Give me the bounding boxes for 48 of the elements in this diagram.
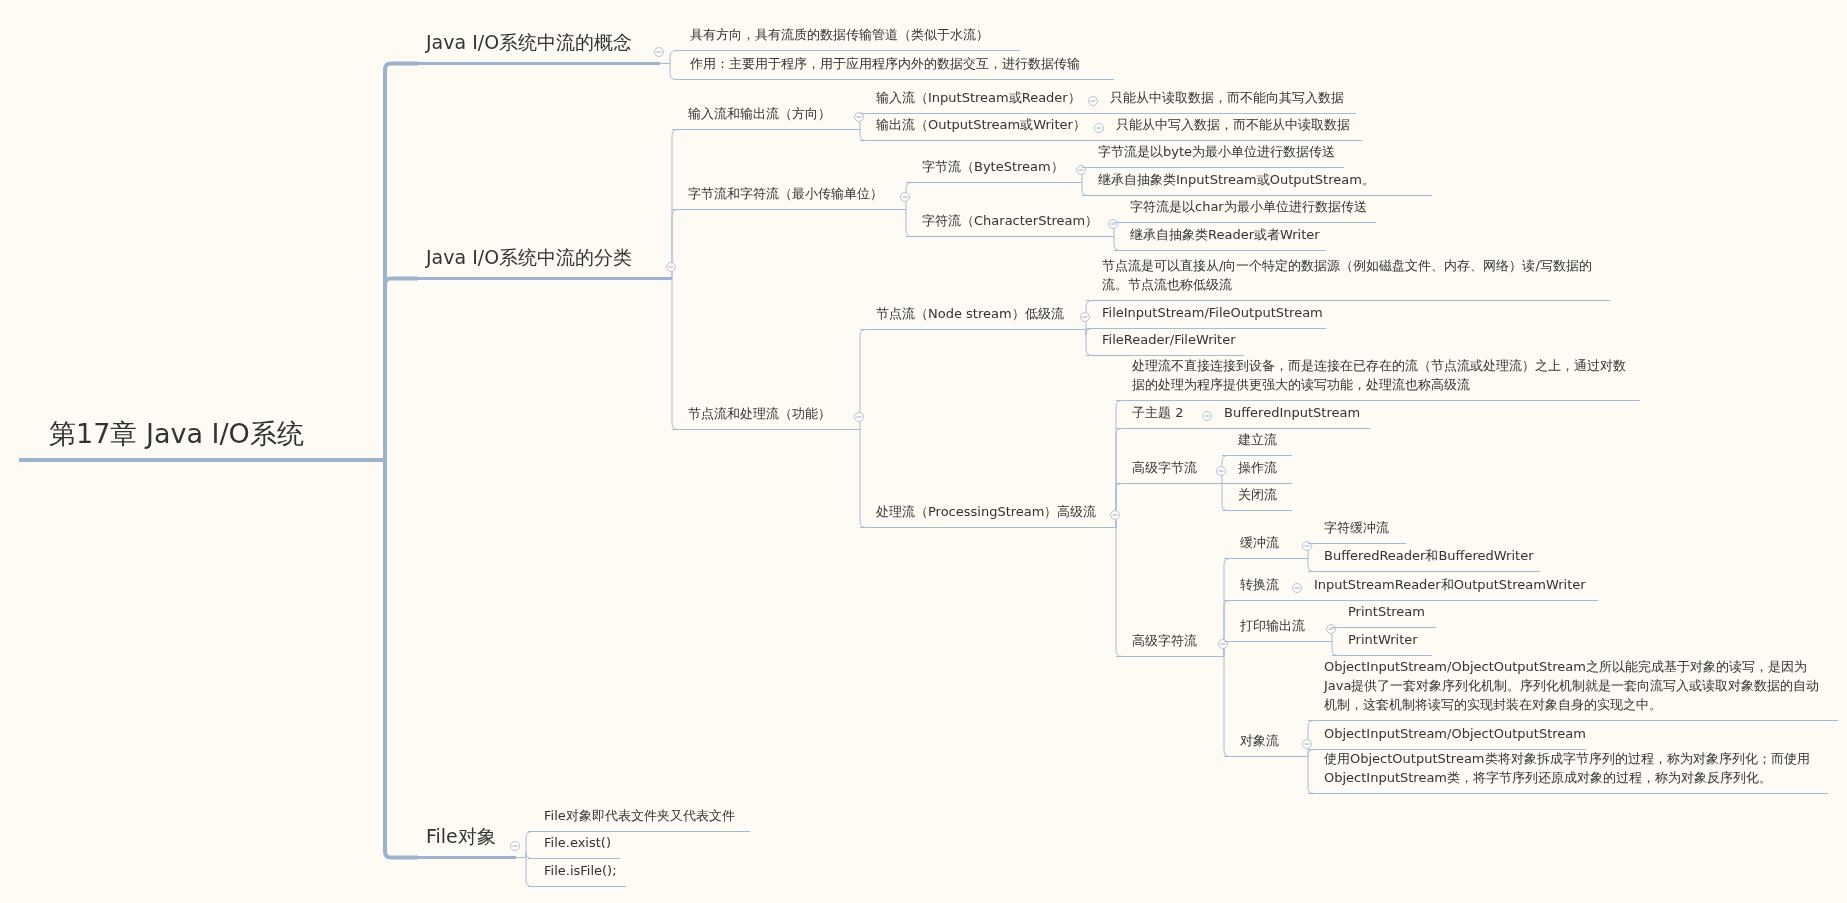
subtopic-label: FileInputStream/FileOutputStream xyxy=(1101,304,1324,323)
subtopic-label: 只能从中读取数据，而不能向其写入数据 xyxy=(1109,89,1345,108)
main-topic-label: File对象 xyxy=(425,824,497,850)
subtopic-label: 操作流 xyxy=(1237,459,1278,478)
subtopic-label: 具有方向，具有流质的数据传输管道（类似于水流） xyxy=(689,26,990,45)
subtopic-label: 高级字节流 xyxy=(1131,459,1198,478)
subtopic-label: 建立流 xyxy=(1237,431,1278,450)
main-topic-label: Java I/O系统中流的分类 xyxy=(424,245,634,271)
subtopic-label: 节点流是可以直接从/向一个特定的数据源（例如磁盘文件、内存、网络）读/写数据的流。节点流也称低级流 xyxy=(1101,257,1593,295)
subtopic-label: 节点流（Node stream）低级流 xyxy=(875,305,1065,324)
subtopic-label: BufferedInputStream xyxy=(1223,404,1362,423)
subtopic-label: 只能从中写入数据，而不能从中读取数据 xyxy=(1115,116,1351,135)
subtopic-label: 继承自抽象类Reader或者Writer xyxy=(1129,226,1321,245)
subtopic-label: 字符缓冲流 xyxy=(1323,519,1390,538)
subtopic-label: 对象流 xyxy=(1239,732,1280,751)
subtopic-label: 作用：主要用于程序，用于应用程序内外的数据交互，进行数据传输 xyxy=(689,55,1081,74)
subtopic-label: 节点流和处理流（功能） xyxy=(687,405,832,424)
subtopic-label: 字符流是以char为最小单位进行数据传送 xyxy=(1129,198,1368,217)
branch-line xyxy=(375,458,418,860)
subtopic-label: 缓冲流 xyxy=(1239,534,1280,553)
subtopic-label: PrintWriter xyxy=(1347,631,1419,650)
subtopic-label: 处理流不直接连接到设备，而是连接在已存在的流（节点流或处理流）之上，通过对数据的处理为程序提供更强大的读写功能，处理流也称高级流 xyxy=(1131,357,1627,395)
main-topic-label: Java I/O系统中流的概念 xyxy=(424,30,634,56)
subtopic-label: 字符流（CharacterStream） xyxy=(921,212,1100,231)
subtopic-label: 输入流（InputStream或Reader） xyxy=(875,89,1082,108)
subtopic-label: ObjectInputStream/ObjectOutputStream之所以能完成基于对象的读写，是因为Java提供了一套对象序列化机制。序列化机制就是一套向流写入或读取对象数据的自动机制，这套机制将读写的实现封装在对象自身的实现之中。 xyxy=(1322,658,1821,715)
subtopic-label: 高级字符流 xyxy=(1131,632,1198,651)
subtopic-label: InputStreamReader和OutputStreamWriter xyxy=(1313,576,1587,595)
subtopic-label: 打印输出流 xyxy=(1239,617,1306,636)
central-topic-label: 第17章 Java I/O系统 xyxy=(48,416,305,451)
subtopic-label: 转换流 xyxy=(1239,576,1280,595)
subtopic-label: 字节流（ByteStream） xyxy=(921,158,1065,177)
subtopic-label: ObjectInputStream/ObjectOutputStream xyxy=(1323,725,1587,744)
subtopic-label: 处理流（ProcessingStream）高级流 xyxy=(875,503,1098,522)
subtopic-label: File对象即代表文件夹又代表文件 xyxy=(543,807,736,826)
subtopic-label: File.isFile(); xyxy=(543,862,618,881)
subtopic-label: File.exist() xyxy=(543,834,612,853)
subtopic-label: 关闭流 xyxy=(1237,486,1278,505)
subtopic-label: 输入流和输出流（方向） xyxy=(687,105,832,124)
subtopic-label: FileReader/FileWriter xyxy=(1101,331,1237,350)
subtopic-label: 字节流和字符流（最小传输单位） xyxy=(687,185,884,204)
subtopic-label: 子主题 2 xyxy=(1131,404,1185,423)
subtopic-label: PrintStream xyxy=(1347,603,1426,622)
subtopic-label: 字节流是以byte为最小单位进行数据传送 xyxy=(1097,143,1337,162)
subtopic-label: 使用ObjectOutputStream类将对象拆成字节序列的过程，称为对象序列化；而使用ObjectInputStream类，将字节序列还原成对象的过程，称为对象反序列化。 xyxy=(1323,750,1811,788)
subtopic-label: BufferedReader和BufferedWriter xyxy=(1323,547,1535,566)
subtopic-label: 输出流（OutputStream或Writer） xyxy=(875,116,1087,135)
subtopic-label: 继承自抽象类InputStream或OutputStream。 xyxy=(1097,171,1376,190)
